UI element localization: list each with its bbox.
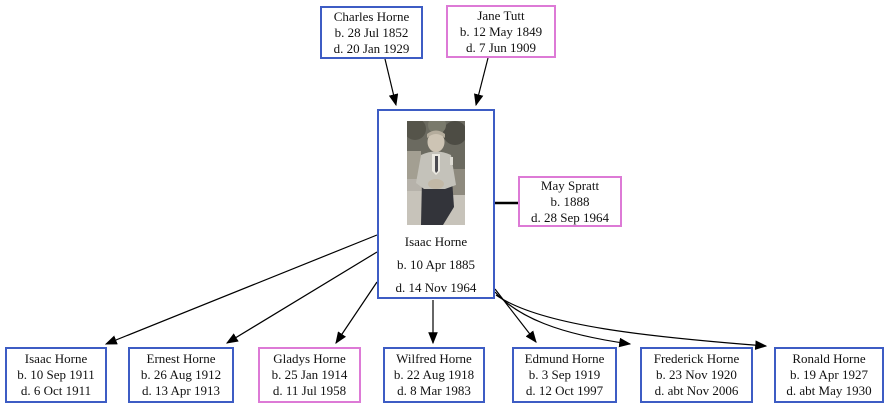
person-death: d. 11 Jul 1958 bbox=[272, 383, 347, 398]
person-death: d. 20 Jan 1929 bbox=[333, 40, 410, 56]
person-node-isaac-horne-subject[interactable]: Isaac Horne b. 10 Apr 1885 d. 14 Nov 196… bbox=[377, 109, 495, 299]
person-birth: b. 25 Jan 1914 bbox=[271, 367, 348, 382]
person-death: d. 8 Mar 1983 bbox=[397, 383, 471, 398]
person-death: d. abt Nov 2006 bbox=[654, 383, 739, 398]
portrait-photo bbox=[407, 121, 465, 225]
person-birth: b. 26 Aug 1912 bbox=[140, 367, 222, 382]
person-name: Edmund Horne bbox=[524, 351, 605, 366]
edge-subject-to-child-gladys bbox=[335, 281, 378, 344]
person-birth: b. 22 Aug 1918 bbox=[393, 367, 475, 382]
person-name: Wilfred Horne bbox=[396, 351, 472, 366]
person-birth: b. 12 May 1849 bbox=[459, 23, 543, 39]
person-node-ronald-horne[interactable]: Ronald Horne b. 19 Apr 1927 d. abt May 1… bbox=[774, 347, 884, 403]
person-birth: b. 1888 bbox=[550, 193, 590, 209]
person-name: Charles Horne bbox=[333, 8, 410, 24]
person-node-jane-tutt[interactable]: Jane Tutt b. 12 May 1849 d. 7 Jun 1909 bbox=[446, 5, 556, 58]
person-birth: b. 3 Sep 1919 bbox=[528, 367, 601, 382]
person-name: Jane Tutt bbox=[477, 7, 525, 23]
person-name: Isaac Horne bbox=[24, 351, 88, 366]
person-birth: b. 19 Apr 1927 bbox=[790, 367, 868, 382]
edge-subject-to-child-edmund bbox=[494, 288, 537, 343]
edge-mother-to-subject bbox=[474, 57, 489, 107]
person-death: d. 28 Sep 1964 bbox=[531, 209, 609, 225]
edge-subject-to-child-frederick bbox=[494, 291, 632, 348]
edge-subject-to-child-ernest bbox=[225, 251, 378, 344]
person-node-charles-horne[interactable]: Charles Horne b. 28 Jul 1852 d. 20 Jan 1… bbox=[320, 6, 423, 59]
edge-subject-to-child-ronald bbox=[495, 294, 768, 350]
person-death: d. 6 Oct 1911 bbox=[20, 383, 92, 398]
person-death: d. 13 Apr 1913 bbox=[142, 383, 220, 398]
person-node-frederick-horne[interactable]: Frederick Horne b. 23 Nov 1920 d. abt No… bbox=[640, 347, 753, 403]
person-node-edmund-horne[interactable]: Edmund Horne b. 3 Sep 1919 d. 12 Oct 199… bbox=[512, 347, 617, 403]
person-node-may-spratt[interactable]: May Spratt b. 1888 d. 28 Sep 1964 bbox=[518, 176, 622, 227]
person-birth: b. 28 Jul 1852 bbox=[334, 24, 409, 40]
person-name: Ernest Horne bbox=[146, 351, 216, 366]
person-death: d. 7 Jun 1909 bbox=[465, 39, 537, 55]
person-death: d. 12 Oct 1997 bbox=[525, 383, 604, 398]
subject-text: Isaac Horne b. 10 Apr 1885 d. 14 Nov 196… bbox=[396, 235, 477, 294]
person-name: Isaac Horne bbox=[404, 234, 468, 249]
person-node-ernest-horne[interactable]: Ernest Horne b. 26 Aug 1912 d. 13 Apr 19… bbox=[128, 347, 234, 403]
person-node-wilfred-horne[interactable]: Wilfred Horne b. 22 Aug 1918 d. 8 Mar 19… bbox=[383, 347, 485, 403]
person-node-isaac-horne-child[interactable]: Isaac Horne b. 10 Sep 1911 d. 6 Oct 1911 bbox=[5, 347, 107, 403]
person-birth: b. 23 Nov 1920 bbox=[656, 367, 737, 382]
person-name: Gladys Horne bbox=[273, 351, 346, 366]
person-name: Frederick Horne bbox=[653, 351, 740, 366]
edge-father-to-subject bbox=[384, 58, 399, 107]
person-name: Ronald Horne bbox=[792, 351, 866, 366]
person-death: d. 14 Nov 1964 bbox=[395, 280, 477, 295]
person-node-gladys-horne[interactable]: Gladys Horne b. 25 Jan 1914 d. 11 Jul 19… bbox=[258, 347, 361, 403]
edge-subject-to-child-isaac bbox=[104, 234, 378, 345]
person-birth: b. 10 Sep 1911 bbox=[17, 367, 95, 382]
person-name: May Spratt bbox=[540, 177, 600, 193]
person-birth: b. 10 Apr 1885 bbox=[396, 257, 475, 272]
person-death: d. abt May 1930 bbox=[786, 383, 872, 398]
